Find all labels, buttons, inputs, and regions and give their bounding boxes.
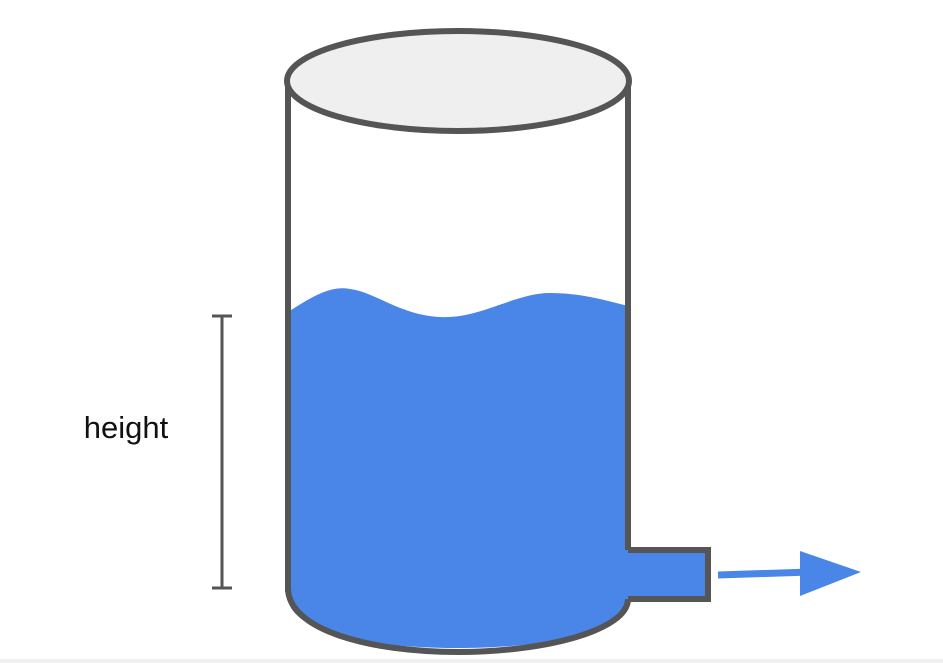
tank-bottom — [285, 587, 631, 656]
bottom-border — [0, 659, 943, 663]
water-body — [288, 288, 706, 648]
arrow-right-icon — [717, 551, 861, 596]
tank-top-ellipse — [284, 28, 632, 134]
outlet-pipe — [628, 547, 711, 602]
height-dimension-bracket — [212, 314, 232, 590]
height-label: height — [84, 410, 169, 445]
